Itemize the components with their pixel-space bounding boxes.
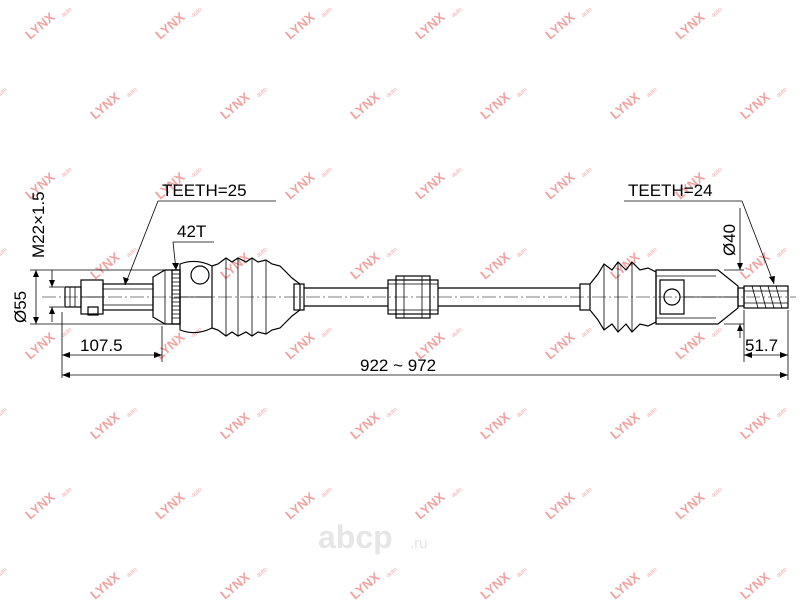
thread-dimension: M22×1.5	[29, 191, 64, 322]
len-right-dimension: 51.7	[743, 310, 788, 362]
len-total-label: 922 ~ 972	[360, 356, 436, 375]
dia-right-label: Ø40	[720, 224, 739, 256]
len-total-dimension: 922 ~ 972	[62, 310, 789, 380]
tripod-housing	[655, 269, 745, 325]
teeth-right-callout: TEETH=24	[624, 181, 775, 285]
main-shaft	[304, 287, 580, 307]
dia-left-dimension: Ø55	[11, 269, 165, 325]
damper	[387, 275, 439, 319]
lynx-watermark-sub: auto	[0, 86, 9, 99]
teeth-left-label: TEETH=25	[162, 181, 247, 200]
dia-left-label: Ø55	[11, 291, 30, 323]
spline-count-label: 42T	[177, 222, 206, 241]
outer-boot	[211, 257, 305, 337]
len-left-dimension: 107.5	[61, 312, 163, 378]
inner-spline	[743, 285, 789, 309]
teeth-left-callout: TEETH=25	[123, 181, 276, 286]
abcp-logo: abcp .ru	[318, 519, 428, 555]
lynx-watermark-sub: auto	[0, 566, 9, 579]
len-left-label: 107.5	[80, 336, 123, 355]
len-right-label: 51.7	[745, 336, 778, 355]
spline-count-callout: 42T	[172, 222, 214, 271]
logo-tld: .ru	[410, 535, 428, 552]
logo-text: abcp	[318, 519, 393, 555]
teeth-right-label: TEETH=24	[628, 181, 713, 200]
lynx-watermark-sub: auto	[0, 406, 9, 419]
dia-right-dimension: Ø40	[720, 208, 744, 338]
outer-joint	[179, 260, 213, 334]
lynx-watermark-sub: auto	[0, 246, 9, 259]
thread-label: M22×1.5	[29, 191, 48, 258]
